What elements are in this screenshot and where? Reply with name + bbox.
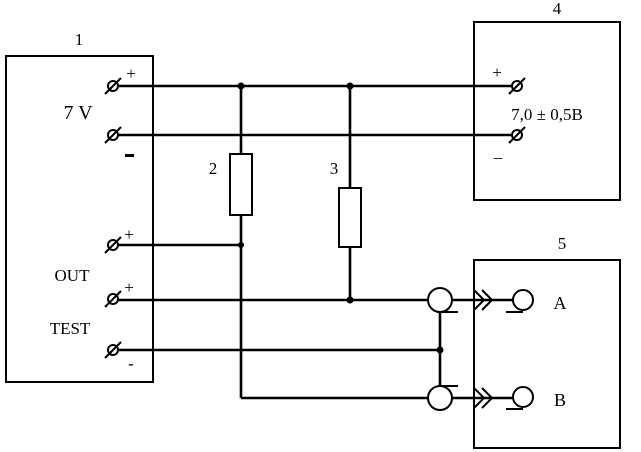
block-1-7v-minus-sign <box>125 154 134 157</box>
block-5-number: 5 <box>558 234 567 253</box>
coax-connector-b <box>427 385 513 411</box>
block-4: 4 + _ 7,0 ± 0,5В <box>473 0 621 201</box>
block-5-input-a-label: A <box>554 293 567 313</box>
wiring <box>118 82 512 400</box>
block-1-7v-plus-sign: + <box>126 64 136 83</box>
junction-dot <box>237 82 245 90</box>
block-4-voltage-label: 7,0 ± 0,5В <box>511 105 583 124</box>
block-1-out-plus-sign: + <box>124 225 134 244</box>
block-5-outline <box>473 259 621 449</box>
block-4-outline <box>473 21 621 201</box>
resistor-3: 3 <box>330 159 362 248</box>
block-1-number: 1 <box>75 30 84 49</box>
coax-connector-a <box>427 287 513 313</box>
block-4-minus-sign: _ <box>493 142 503 161</box>
block-1-out-label: OUT <box>55 266 91 285</box>
block-1-voltage-label: 7 V <box>63 102 93 124</box>
resistor-2-number: 2 <box>209 159 218 178</box>
block-4-number: 4 <box>553 0 562 18</box>
resistor-2-body <box>229 153 253 216</box>
block-1: 1 7 V OUT TEST + + + - <box>5 30 154 383</box>
block-1-test-label: TEST <box>50 319 91 338</box>
block-1-test-plus-sign: + <box>124 278 134 297</box>
junction-dot <box>238 242 244 248</box>
block-1-outline <box>5 55 154 383</box>
block-5-input-b-label: B <box>554 390 566 410</box>
block-4-plus-sign: + <box>492 63 502 82</box>
resistor-2: 2 <box>209 153 253 216</box>
resistor-3-number: 3 <box>330 159 339 178</box>
block-5: 5 A B <box>473 234 621 449</box>
junction-dot <box>436 346 444 354</box>
junction-dot <box>346 82 354 90</box>
block-1-test-minus-sign: - <box>128 354 134 373</box>
junction-dot <box>346 296 354 304</box>
resistor-3-body <box>338 187 362 248</box>
